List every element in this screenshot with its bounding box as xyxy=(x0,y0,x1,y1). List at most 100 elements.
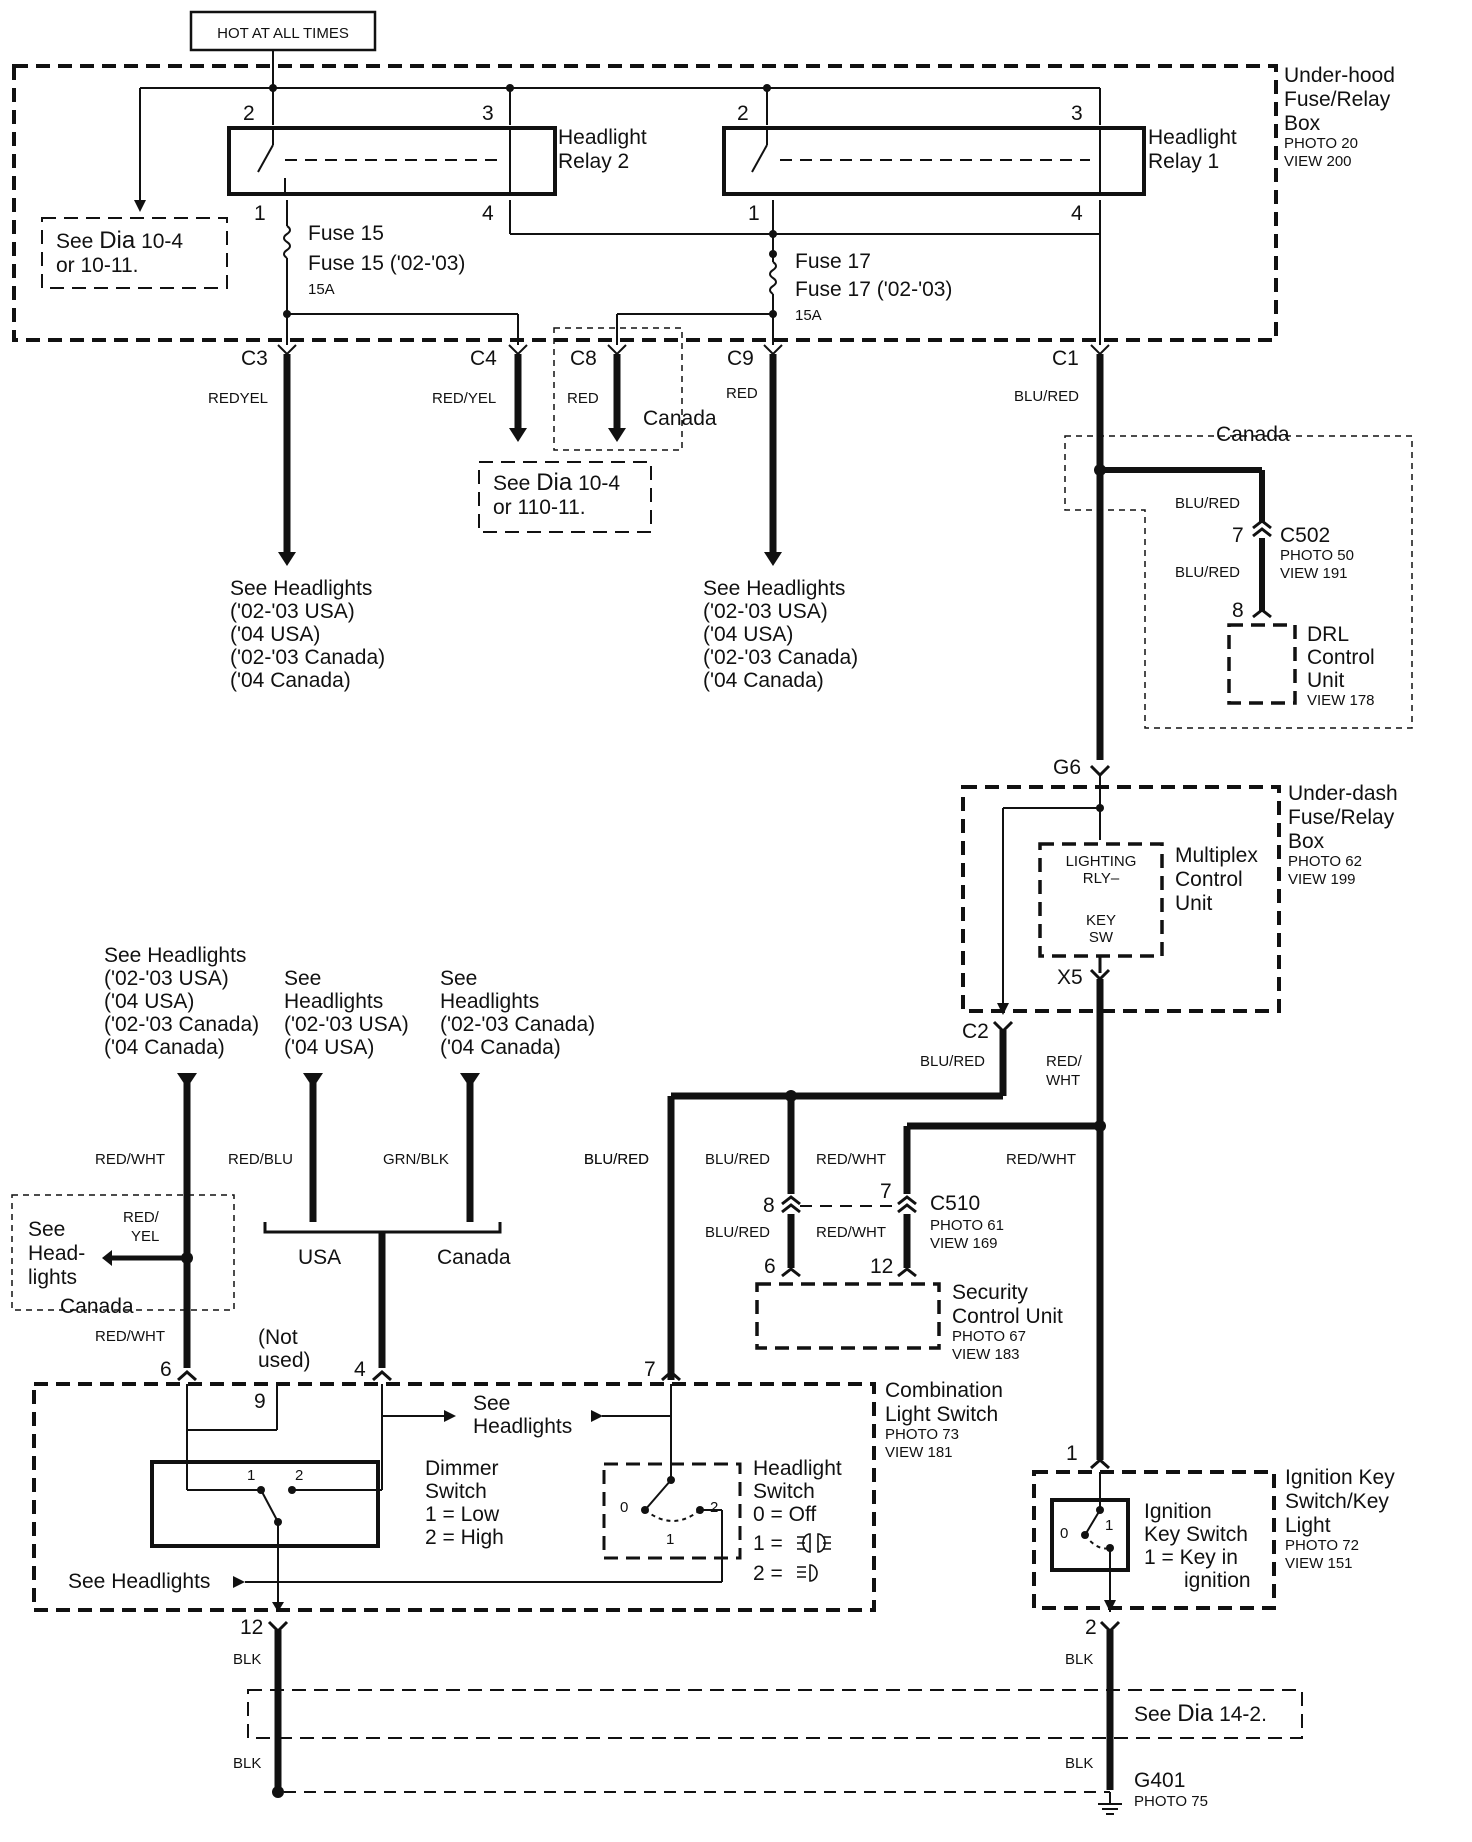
mcu-inner-3: KEY xyxy=(1086,912,1116,929)
hs-pin-1: 1 xyxy=(666,1531,674,1548)
left-wire-red-wht: RED/WHT xyxy=(95,1151,165,1168)
svg-text:Headlights: Headlights xyxy=(440,990,539,1013)
combination-light-switch xyxy=(32,1382,876,1612)
ignition-inner-3: 1 = Key in xyxy=(1144,1546,1238,1569)
ignition-view: VIEW 151 xyxy=(1285,1555,1353,1572)
c510-pin-6: 6 xyxy=(764,1255,776,1278)
hs-pin-2: 2 xyxy=(710,1499,718,1516)
wire-color-c3: REDYEL xyxy=(208,390,268,407)
left-wire-grn-blk: GRN/BLK xyxy=(383,1151,449,1168)
ignition-key-switch-box xyxy=(1032,1470,1276,1610)
canada-drl-title: Canada xyxy=(1216,423,1290,446)
underdash-fuse-relay-box xyxy=(961,785,1281,1013)
svg-text:See Headlights: See Headlights xyxy=(230,577,372,600)
drl-label-1: DRL xyxy=(1307,623,1349,646)
ignition-pin-1: 1 xyxy=(1066,1442,1078,1465)
drl-c502: C502 xyxy=(1280,524,1330,547)
mcu-label-3: Unit xyxy=(1175,892,1213,915)
relay1-label-1: Headlight xyxy=(1148,126,1237,149)
fuse17-rating: 15A xyxy=(795,307,822,324)
combo-photo: PHOTO 73 xyxy=(885,1426,959,1443)
see-headlights-top-left: See Headlights ('02-'03 USA) ('04 USA) (… xyxy=(230,577,385,692)
mcu-inner-2: RLY– xyxy=(1083,870,1120,887)
ground-blk-1: BLK xyxy=(233,1651,261,1668)
hs-label-3: 0 = Off xyxy=(753,1503,816,1526)
ignition-pin-2: 2 xyxy=(1085,1616,1097,1639)
fuse17-alt: Fuse 17 ('02-'03) xyxy=(795,278,952,301)
relay1-pin-3: 3 xyxy=(1071,102,1083,125)
drl-label-2: Control xyxy=(1307,646,1375,669)
see-dia-top-left-line1: See Dia 10-4 xyxy=(56,227,183,254)
see-dia-mid-line1: See Dia 10-4 xyxy=(493,469,620,496)
c510-pin-8: 8 xyxy=(763,1194,775,1217)
svg-text:Headlights: Headlights xyxy=(284,990,383,1013)
parking-lamp-icon xyxy=(797,1533,831,1553)
left-wire-red-yel-1: RED/ xyxy=(123,1209,160,1226)
svg-text:('04 Canada): ('04 Canada) xyxy=(104,1036,225,1059)
wire-c2: BLU/RED xyxy=(920,1053,985,1070)
fuse17-name: Fuse 17 xyxy=(795,250,871,273)
ign-sw-pin-1: 1 xyxy=(1105,1517,1113,1534)
usa-label: USA xyxy=(298,1246,341,1269)
ignition-title-2: Switch/Key xyxy=(1285,1490,1389,1513)
not-used-2: used) xyxy=(258,1349,311,1372)
connector-c1: C1 xyxy=(1052,347,1079,370)
wire-color-c4: RED/YEL xyxy=(432,390,496,407)
drl-wire-1: BLU/RED xyxy=(1175,495,1240,512)
ignition-photo: PHOTO 72 xyxy=(1285,1537,1359,1554)
left-wire-blu-red: BLU/RED xyxy=(584,1151,649,1168)
connector-c8: C8 xyxy=(570,347,597,370)
relay2-pin-3: 3 xyxy=(482,102,494,125)
security-label-1: Security xyxy=(952,1281,1028,1304)
left-wire-red-wht-2: RED/WHT xyxy=(95,1328,165,1345)
c510-photo: PHOTO 61 xyxy=(930,1217,1004,1234)
c510-pin-7: 7 xyxy=(880,1180,892,1203)
underhood-title-3: Box xyxy=(1284,112,1321,135)
hs-label-2: Switch xyxy=(753,1480,815,1503)
wire-red-wht-b: RED/WHT xyxy=(1006,1151,1076,1168)
underhood-photo: PHOTO 20 xyxy=(1284,135,1358,152)
ignition-inner-4: ignition xyxy=(1184,1569,1251,1592)
headlight-switch xyxy=(602,1462,742,1560)
svg-text:('02-'03 Canada): ('02-'03 Canada) xyxy=(440,1013,595,1036)
svg-text:('02-'03 USA): ('02-'03 USA) xyxy=(104,967,229,990)
dimmer-label-2: Switch xyxy=(425,1480,487,1503)
fuse15-rating: 15A xyxy=(308,281,335,298)
svg-text:('02-'03 Canada): ('02-'03 Canada) xyxy=(703,646,858,669)
svg-text:('04 Canada): ('04 Canada) xyxy=(703,669,824,692)
svg-text:('04 USA): ('04 USA) xyxy=(104,990,194,1013)
see-headlights-canada-3: lights xyxy=(28,1266,77,1289)
combo-pin-7: 7 xyxy=(644,1358,656,1381)
left-wire-red-blu: RED/BLU xyxy=(228,1151,293,1168)
dimmer-pin-2: 2 xyxy=(295,1467,303,1484)
c510-wire-l: BLU/RED xyxy=(705,1224,770,1241)
canada-drl-box xyxy=(1064,435,1413,729)
underhood-title-2: Fuse/Relay xyxy=(1284,88,1391,111)
underdash-photo: PHOTO 62 xyxy=(1288,853,1362,870)
hs-label-5: 2 = xyxy=(753,1562,783,1585)
ignition-inner-1: Ignition xyxy=(1144,1500,1212,1523)
wire-color-c9: RED xyxy=(726,385,758,402)
underhood-title-1: Under-hood xyxy=(1284,64,1395,87)
ground-photo: PHOTO 75 xyxy=(1134,1793,1208,1810)
c510-pin-12: 12 xyxy=(870,1255,893,1278)
security-photo: PHOTO 67 xyxy=(952,1328,1026,1345)
underdash-x5: X5 xyxy=(1057,966,1083,989)
drl-wire-2: BLU/RED xyxy=(1175,564,1240,581)
mcu-inner-1: LIGHTING xyxy=(1066,853,1137,870)
drl-pin-7: 7 xyxy=(1232,524,1244,547)
c510-view: VIEW 169 xyxy=(930,1235,998,1252)
headlamp-icon xyxy=(797,1564,818,1582)
combo-pin-4: 4 xyxy=(354,1358,366,1381)
not-used-1: (Not xyxy=(258,1326,298,1349)
headlight-ref-b: See Headlights ('02-'03 USA) ('04 USA) xyxy=(284,967,409,1059)
svg-text:('02-'03 Canada): ('02-'03 Canada) xyxy=(230,646,385,669)
hot-label-box xyxy=(189,10,377,52)
headlight-relay-1 xyxy=(722,126,1146,196)
mcu-label-1: Multiplex xyxy=(1175,844,1258,867)
combo-pin-6: 6 xyxy=(160,1358,172,1381)
combo-pin-12: 12 xyxy=(240,1616,263,1639)
svg-text:('02-'03 Canada): ('02-'03 Canada) xyxy=(104,1013,259,1036)
svg-text:('04 USA): ('04 USA) xyxy=(230,623,320,646)
